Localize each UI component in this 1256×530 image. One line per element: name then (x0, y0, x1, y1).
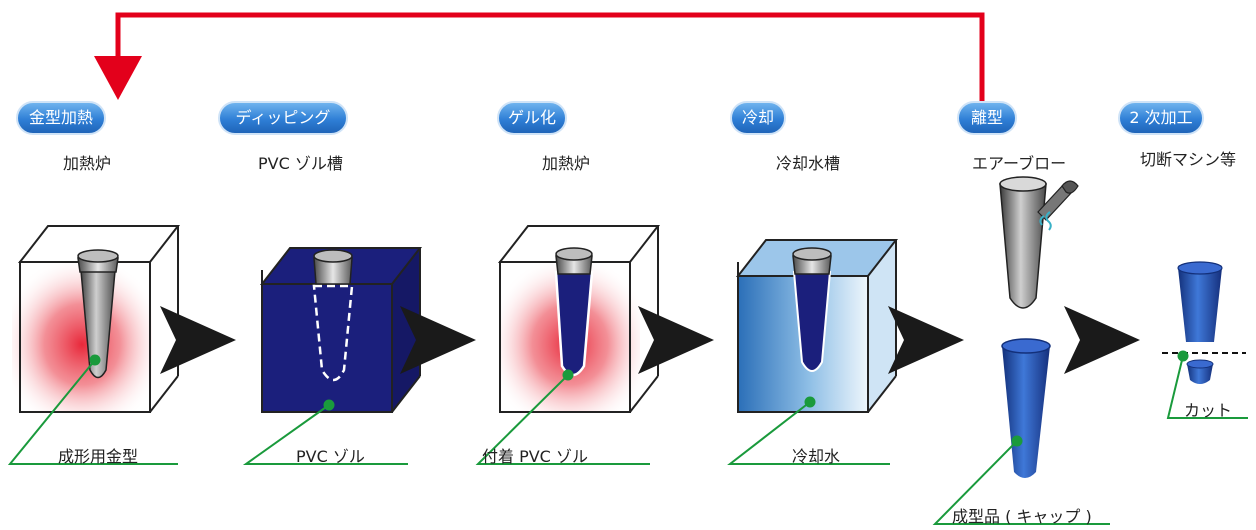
process-arrow-3 (638, 306, 714, 374)
step-pill-dipping: ディッピング (218, 101, 348, 135)
equipment-label-air-blow: エアーブロー (972, 154, 1067, 173)
callout-label-cooling-water: 冷却水 (792, 447, 841, 466)
loop-back-arrow (94, 12, 985, 105)
callout-label-pvc-sol: PVC ゾル (296, 447, 365, 466)
equipment-label-sol-tank: PVC ゾル槽 (258, 154, 343, 173)
callout-label-cut: カット (1184, 401, 1233, 420)
process-arrow-2 (400, 306, 476, 374)
equipment-label-heating-furnace-2: 加熱炉 (542, 154, 591, 173)
step-pill-gelation: ゲル化 (497, 101, 567, 135)
callout-label-product: 成型品 ( キャップ ) (952, 507, 1092, 526)
process-arrow-5 (1064, 306, 1140, 374)
process-arrows (160, 306, 1140, 374)
station-dipping (259, 247, 423, 413)
station-cooling (735, 239, 899, 413)
step-pill-cooling: 冷却 (730, 101, 786, 135)
station-secondary (1162, 261, 1246, 384)
callout-label-mold: 成形用金型 (58, 447, 139, 466)
step-pill-mold-heating: 金型加熱 (16, 101, 106, 135)
station-heating (12, 225, 181, 413)
step-pill-release: 離型 (957, 101, 1017, 135)
callout-label-attached-sol: 付着 PVC ゾル (482, 447, 588, 466)
process-arrow-1 (160, 306, 236, 374)
equipment-label-heating-furnace-1: 加熱炉 (63, 154, 112, 173)
callout-lines (7, 355, 1248, 525)
equipment-label-cutting-machine: 切断マシン等 (1140, 150, 1237, 169)
molded-cap-product (1001, 338, 1051, 478)
callout-dots (89, 350, 1189, 447)
station-release (999, 176, 1079, 478)
station-gelation (497, 225, 661, 413)
equipment-label-cooling-tank: 冷却水槽 (776, 154, 841, 173)
air-nozzle-icon (1037, 180, 1079, 231)
process-arrow-4 (888, 306, 964, 374)
step-pill-secondary-processing: 2 次加工 (1118, 101, 1204, 135)
